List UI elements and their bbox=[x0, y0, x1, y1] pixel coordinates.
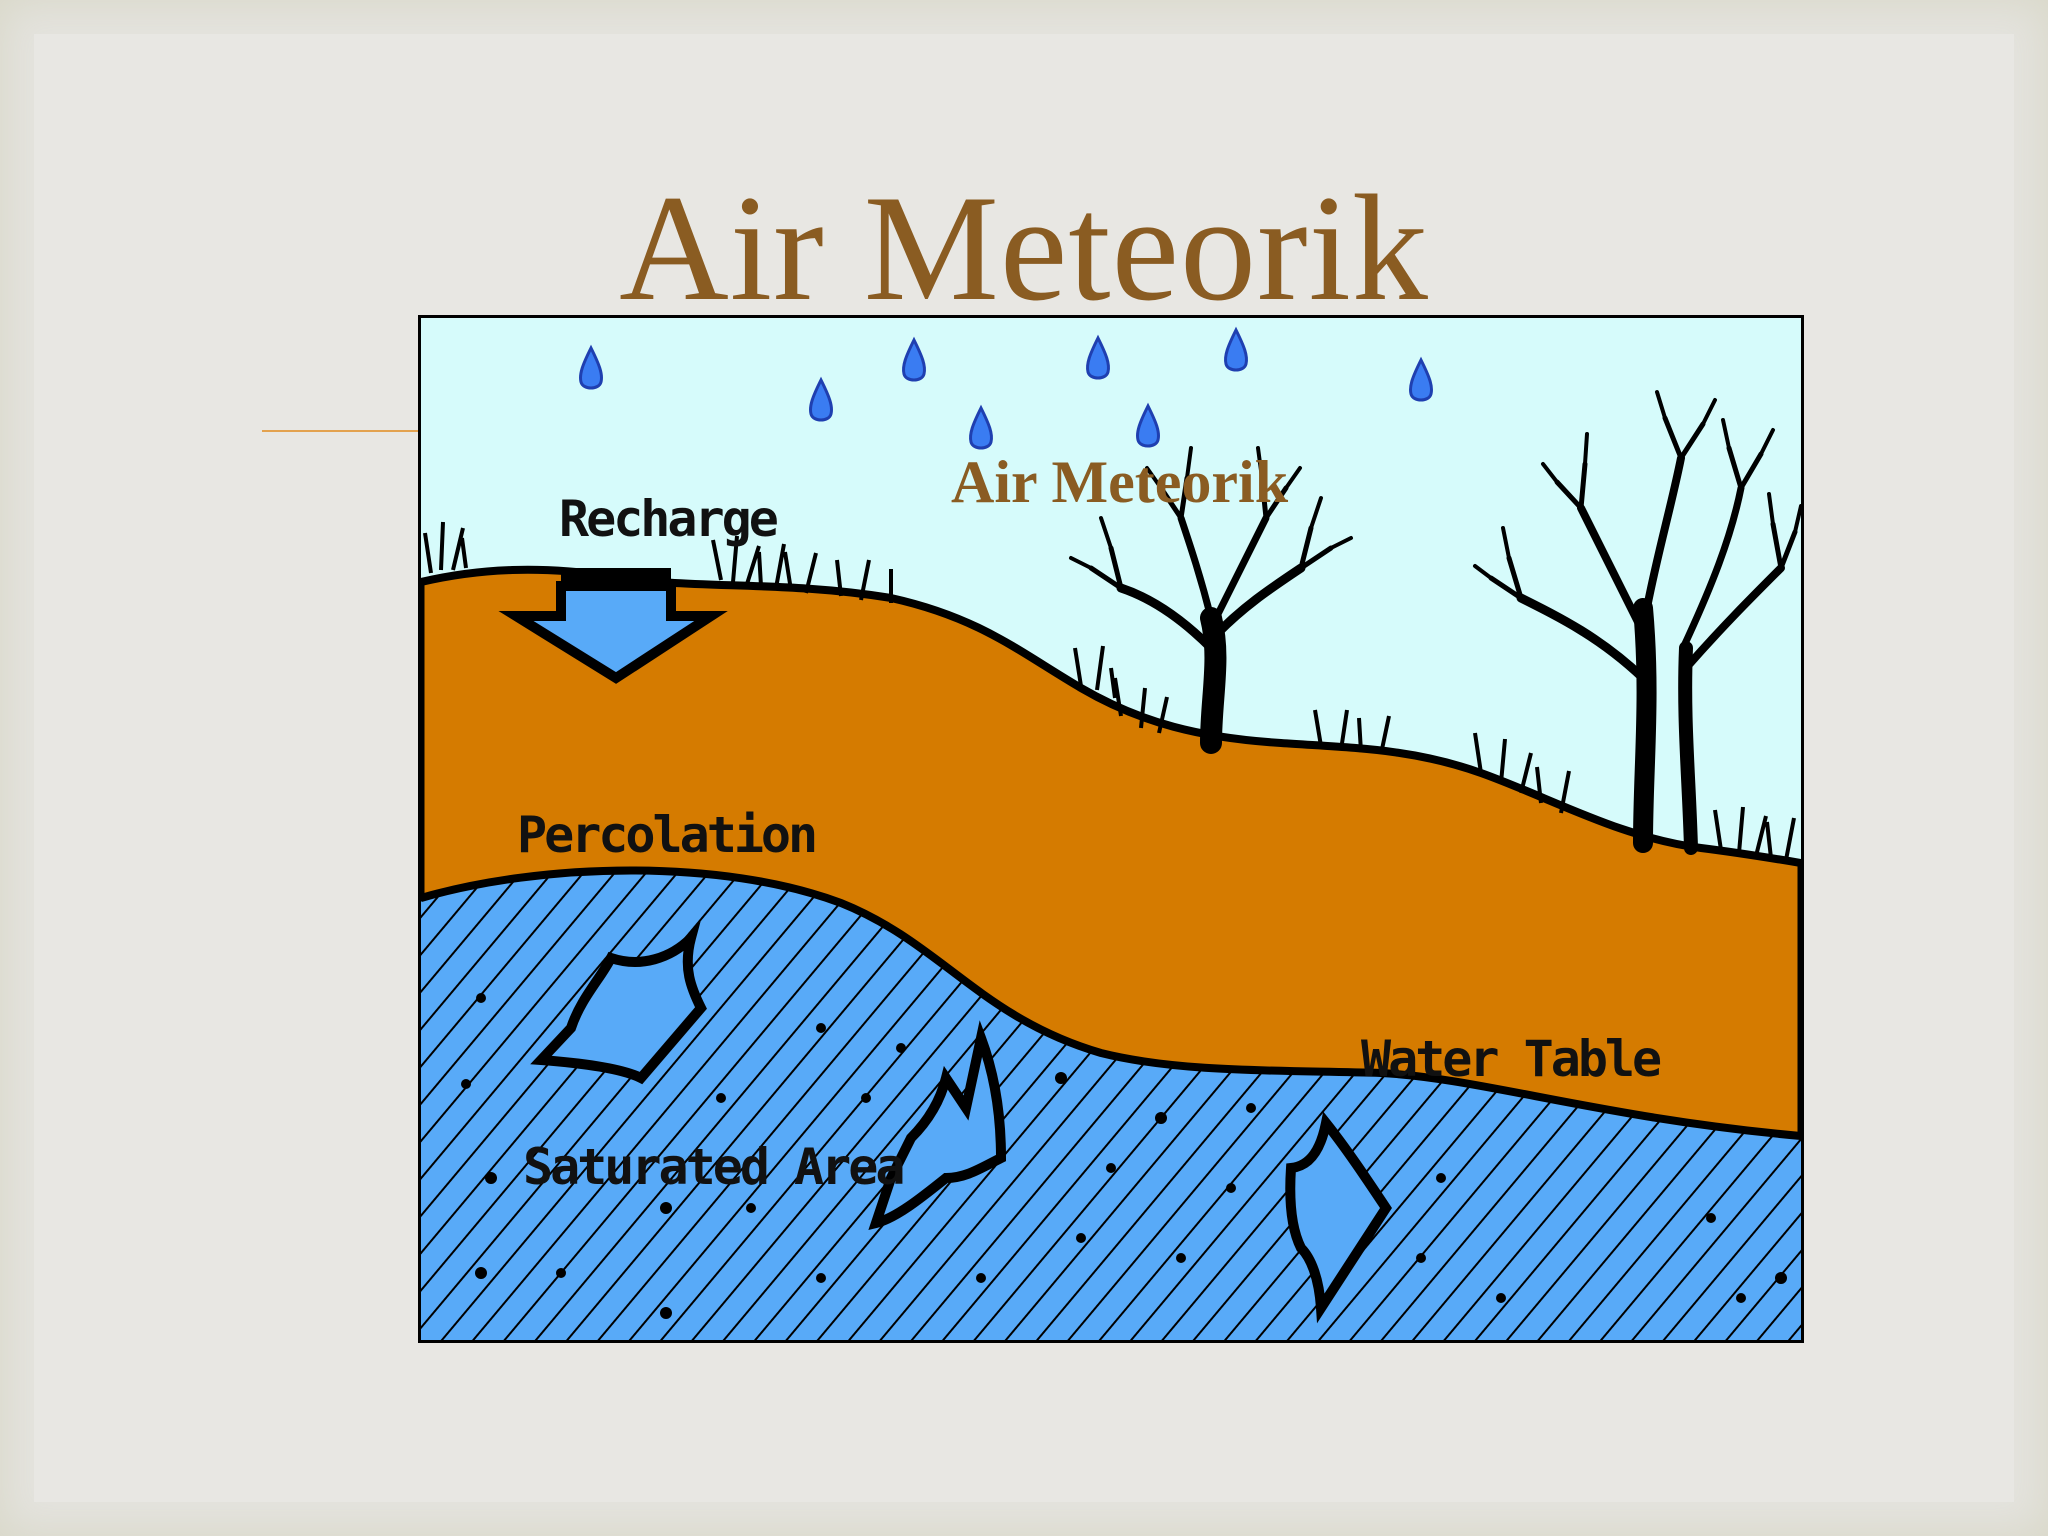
saturated-zone bbox=[421, 870, 1801, 1340]
tree-icon bbox=[1473, 390, 1801, 855]
saturated-zone-dots bbox=[461, 993, 1787, 1319]
label-air-meteorik: Air Meteorik bbox=[951, 449, 1289, 515]
raindrop-icon bbox=[579, 326, 1433, 450]
label-percolation: Percolation bbox=[517, 806, 818, 864]
flow-arrow-icon bbox=[868, 1020, 1007, 1231]
label-water-table: Water Table bbox=[1361, 1030, 1662, 1088]
grass-icon bbox=[423, 521, 1796, 861]
slide-title: Air Meteorik bbox=[619, 164, 1429, 332]
flow-arrow-icon bbox=[530, 921, 707, 1085]
label-saturated-area: Saturated Area bbox=[523, 1138, 905, 1196]
groundwater-diagram: Air Meteorik Recharge Percolation Water … bbox=[418, 315, 1804, 1343]
down-arrow-icon bbox=[498, 568, 728, 684]
label-recharge: Recharge bbox=[559, 490, 779, 548]
flow-arrow-icon bbox=[1285, 1111, 1392, 1324]
tree-icon bbox=[1069, 446, 1353, 754]
title-accent-line bbox=[262, 430, 422, 432]
water-table-line bbox=[421, 866, 1801, 1140]
